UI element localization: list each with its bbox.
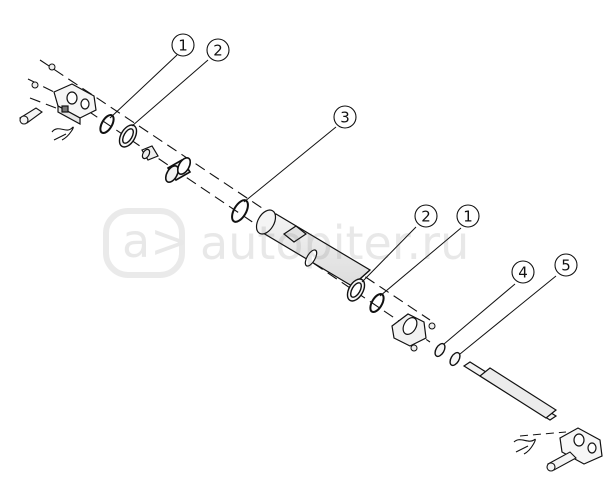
left-small-bolts (31, 63, 56, 89)
seal-ring-2-left (118, 124, 138, 148)
seal-ring-3 (231, 199, 249, 223)
piston-rod (462, 361, 558, 421)
callout-4: 4 (511, 260, 535, 284)
callout-5-label: 5 (561, 257, 571, 275)
callout-1-right: 1 (456, 204, 480, 228)
right-pin (546, 451, 577, 472)
callout-2-left: 2 (206, 38, 230, 62)
callout-2-right: 2 (414, 204, 438, 228)
left-pin (19, 107, 43, 125)
bushing-left (141, 145, 159, 161)
callout-2-left-label: 2 (213, 42, 223, 60)
callout-1-left-label: 1 (178, 37, 188, 55)
callout-leaders (109, 54, 557, 355)
callout-1-left: 1 (171, 33, 195, 57)
callout-5: 5 (554, 253, 578, 277)
gland-ring-left (164, 157, 192, 183)
callout-4-label: 4 (518, 264, 528, 282)
callout-3-label: 3 (340, 109, 350, 127)
seal-ring-1-left (99, 113, 115, 135)
washer-4 (434, 342, 446, 358)
seal-ring-2-right (346, 278, 366, 302)
left-cotter-clip (51, 126, 74, 141)
callout-1-right-label: 1 (463, 208, 473, 226)
right-pin-guide (519, 431, 567, 437)
cylinder-tube (255, 209, 372, 287)
seal-ring-1-right (369, 292, 385, 314)
left-clevis-bracket (53, 83, 97, 126)
callout-3: 3 (333, 105, 357, 129)
right-cotter-clip (513, 438, 536, 455)
end-cap-bolts (410, 322, 436, 352)
callout-2-right-label: 2 (421, 208, 431, 226)
washer-5 (449, 351, 461, 367)
end-cap (391, 313, 427, 347)
